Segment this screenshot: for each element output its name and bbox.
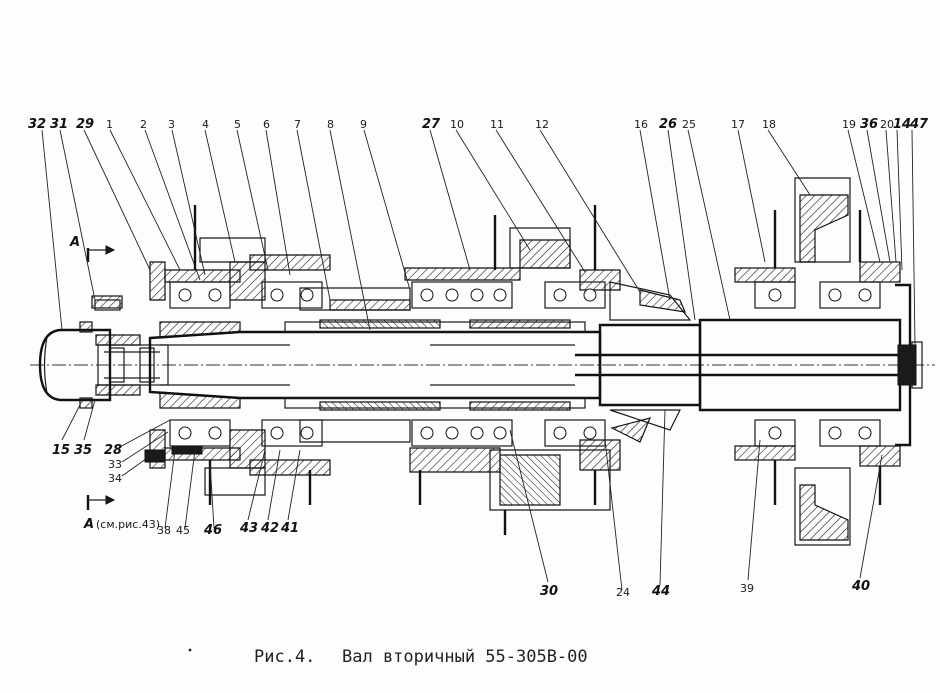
callout-14: 14	[893, 117, 911, 132]
callout-25: 25	[682, 118, 696, 131]
callout-18: 18	[762, 118, 776, 131]
callout-27: 27	[422, 117, 441, 132]
callout-2: 2	[140, 118, 147, 131]
callout-44: 44	[651, 584, 670, 599]
bearing-row-upper	[169, 281, 881, 309]
callout-20: 20	[880, 118, 894, 131]
callout-38: 38	[157, 524, 171, 537]
bearing-row-lower	[169, 419, 881, 447]
callout-6: 6	[263, 118, 270, 131]
callout-3: 3	[168, 118, 175, 131]
callout-28: 28	[104, 443, 122, 458]
callout-32: 32	[28, 117, 46, 132]
callout-15: 15	[52, 443, 70, 458]
callout-1: 1	[106, 118, 113, 131]
inner-sleeve	[284, 319, 586, 411]
callout-9: 9	[360, 118, 367, 131]
callout-19: 19	[842, 118, 856, 131]
callout-35: 35	[74, 443, 92, 458]
lower-housing	[149, 409, 681, 511]
callout-11: 11	[490, 118, 504, 131]
callout-8: 8	[327, 118, 334, 131]
callout-17: 17	[731, 118, 745, 131]
section-note: (см.рис.43)	[96, 518, 160, 531]
callout-24: 24	[616, 586, 630, 599]
callout-12: 12	[535, 118, 549, 131]
right-gear	[734, 177, 923, 546]
upper-housing	[149, 227, 692, 321]
section-letter-bottom: А	[83, 517, 94, 532]
callout-10: 10	[450, 118, 464, 131]
bottom-callouts: 15 35 28 33 34 38 45 46 43 42 41 30 24 4…	[52, 443, 870, 599]
callout-42: 42	[260, 521, 279, 536]
callout-45: 45	[176, 524, 190, 537]
speck	[188, 648, 192, 652]
callout-31: 31	[50, 117, 68, 132]
callout-30: 30	[540, 584, 558, 599]
top-callouts: 32 31 29 1 2 3 4 5 6 7 8 9 27 10 11 12 1…	[28, 117, 929, 132]
callout-4: 4	[202, 118, 209, 131]
figure-number: Рис.4.	[254, 647, 315, 667]
callout-7: 7	[294, 118, 301, 131]
callout-43: 43	[239, 521, 258, 536]
bottom-leaders	[61, 399, 883, 591]
callout-41: 41	[280, 521, 299, 536]
figure-caption: Рис.4. Вал вторичный 55-305В-00	[254, 647, 588, 667]
callout-5: 5	[234, 118, 241, 131]
callout-16: 16	[634, 118, 648, 131]
callout-29: 29	[76, 117, 94, 132]
figure-title: Вал вторичный 55-305В-00	[342, 647, 588, 667]
top-leaders	[41, 129, 916, 346]
callout-36: 36	[860, 117, 878, 132]
section-letter-top: А	[69, 235, 80, 250]
callout-26: 26	[659, 117, 677, 132]
callout-47: 47	[909, 117, 929, 132]
callout-46: 46	[203, 523, 222, 538]
left-end-cap	[38, 295, 123, 409]
main-shaft	[148, 318, 912, 412]
callout-40: 40	[851, 579, 870, 594]
callout-34: 34	[108, 472, 122, 485]
section-marker: А А (см.рис.43)	[69, 235, 160, 532]
callout-33: 33	[108, 458, 122, 471]
callout-39: 39	[740, 582, 754, 595]
